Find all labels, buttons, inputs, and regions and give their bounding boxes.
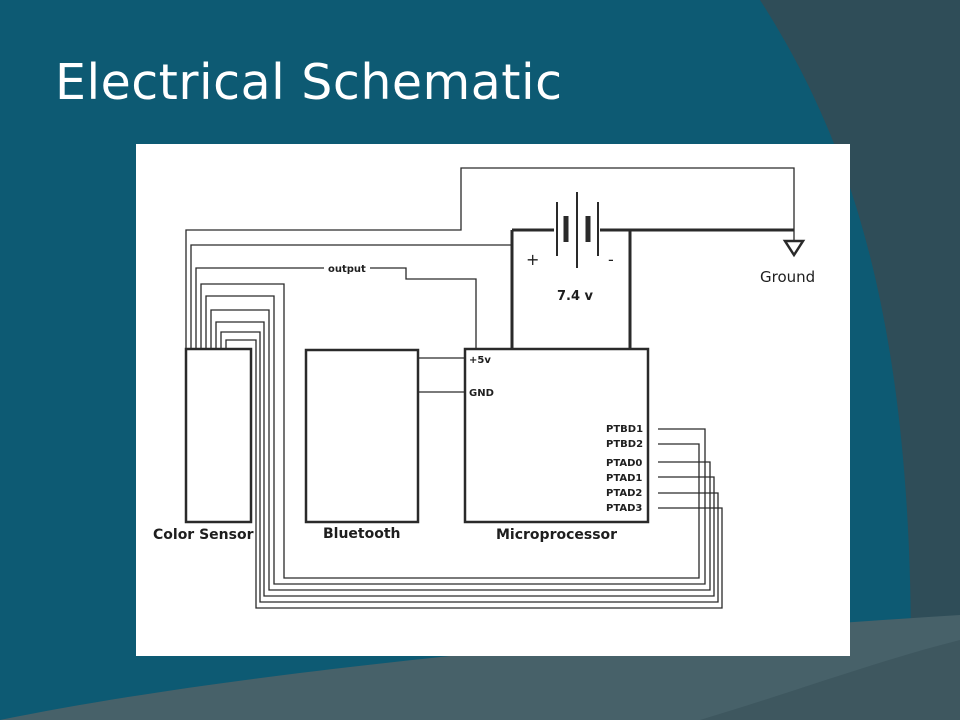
wire-sensor-ptad1 [215, 321, 715, 597]
wire-sensor-to-battery [190, 244, 512, 349]
wire-sensor-ptad2 [220, 331, 719, 603]
wire-sensor-ptad0 [210, 309, 711, 591]
wire-output-right [370, 267, 477, 349]
slide-title: Electrical Schematic [55, 54, 563, 111]
wire-sensor-ptbd2 [205, 295, 706, 585]
background-curve-bottom-right [700, 640, 960, 720]
bluetooth-box [304, 348, 420, 524]
schematic-diagram: + - 7.4 v Ground output +5v GND PTBD1 PT… [136, 144, 850, 656]
background-curve-right [760, 0, 960, 720]
battery-voltage-label: 7.4 v [557, 289, 594, 304]
battery-minus-label: - [608, 250, 614, 269]
ground-label: Ground [760, 268, 815, 286]
microprocessor-label: Microprocessor [496, 527, 617, 543]
output-label: output [328, 264, 366, 275]
pin-label-ptbd1: PTBD1 [606, 424, 643, 435]
wire-sensor-ptbd1 [200, 283, 700, 579]
pin-label-ptad2: PTAD2 [606, 488, 642, 499]
pin-label-gnd: GND [469, 388, 494, 399]
color-sensor-label: Color Sensor [153, 527, 254, 543]
microprocessor-box [463, 347, 650, 524]
battery-plus-label: + [526, 250, 539, 269]
bluetooth-label: Bluetooth [323, 526, 401, 542]
pin-label-ptad0: PTAD0 [606, 458, 642, 469]
pin-label-5v: +5v [469, 355, 491, 366]
ground-icon [782, 239, 806, 258]
color-sensor-box [184, 347, 253, 524]
battery-wires [510, 228, 794, 349]
wire-ground-to-sensor [185, 167, 795, 349]
pin-label-ptad3: PTAD3 [606, 503, 642, 514]
wires [185, 167, 795, 609]
wire-output [195, 267, 324, 349]
wire-sensor-ptad3 [225, 339, 723, 609]
battery-symbol [556, 192, 599, 268]
pin-label-ptbd2: PTBD2 [606, 439, 643, 450]
pin-label-ptad1: PTAD1 [606, 473, 642, 484]
wire-battery-box [510, 230, 632, 349]
